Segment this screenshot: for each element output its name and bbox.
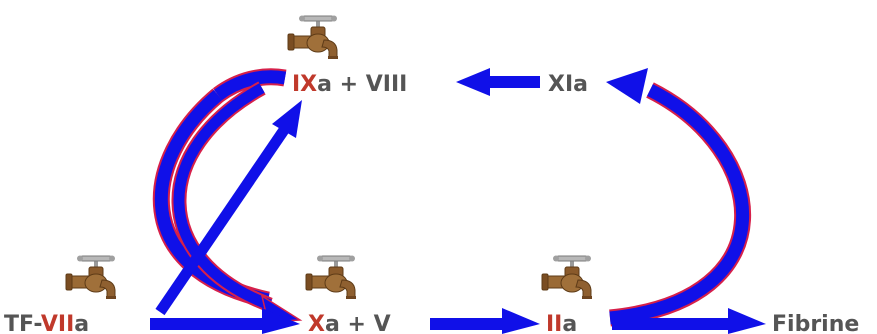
tf_viia-part-0: TF- — [4, 312, 41, 334]
iia-part-1: a — [562, 312, 577, 334]
tf_viia-part-1: VII — [41, 312, 74, 334]
xia-part-0: XIa — [548, 72, 588, 97]
tf_viia-part-2: a — [74, 312, 89, 334]
arrow-xia-to-ixa — [456, 68, 540, 96]
iia-part-0: II — [546, 312, 562, 334]
faucet-icon — [287, 15, 339, 60]
node-xa-v: Xa + V — [308, 312, 391, 334]
faucet-icon — [305, 255, 357, 300]
faucet-icon — [541, 255, 593, 300]
arrow-xa-to-iia — [430, 308, 540, 334]
xa_v-part-0: X — [308, 312, 325, 334]
ix_viii-part-1: a + VIII — [317, 72, 407, 97]
xa_v-part-1: a + V — [325, 312, 391, 334]
node-iia: IIa — [546, 312, 577, 334]
node-tf-viia: TF-VIIa — [4, 312, 89, 334]
arrow-tf-viia-to-xa — [150, 308, 300, 334]
curved-arrow-iia-to-xia — [606, 68, 751, 327]
node-xia: XIa — [548, 72, 588, 97]
arrow-iia-to-fibrine — [612, 308, 766, 334]
fibrine-part-0: Fibrine — [772, 312, 859, 334]
faucet-icon — [65, 255, 117, 300]
ix_viii-part-0: IX — [292, 72, 317, 97]
node-ixa-viii: IXa + VIII — [292, 72, 407, 97]
node-fibrine: Fibrine — [772, 312, 859, 334]
arrow-tf-viia-to-ixa — [155, 100, 302, 316]
